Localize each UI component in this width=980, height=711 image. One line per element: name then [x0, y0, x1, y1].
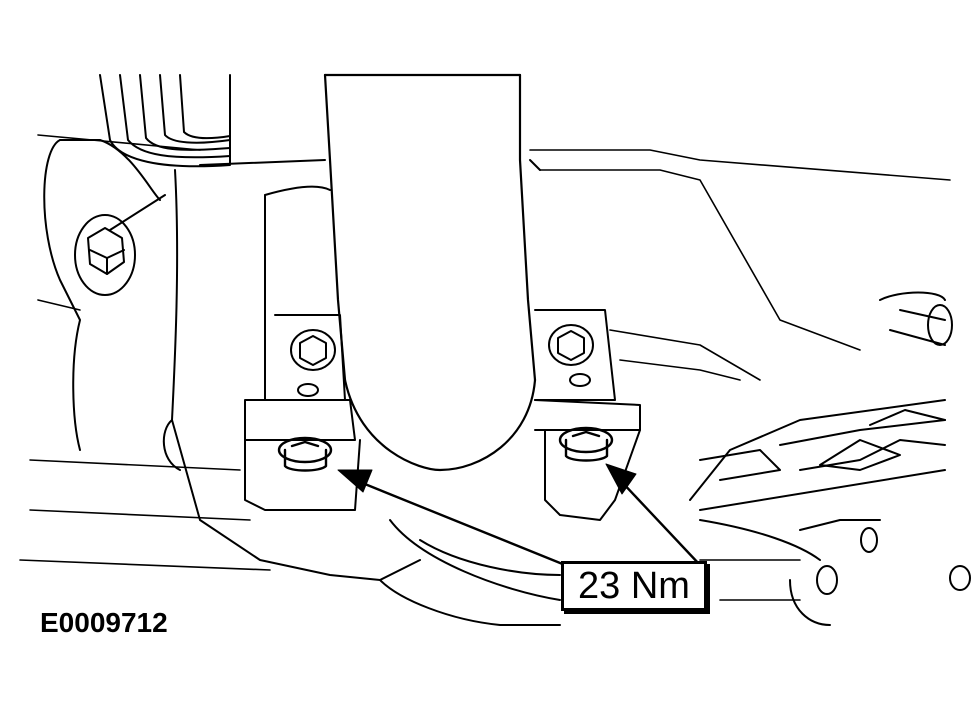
- leader-line-right: [618, 478, 702, 567]
- upper-bracket-bolts: [290, 324, 594, 397]
- figure-id-label: E0009712: [40, 607, 168, 638]
- right-subframe: [689, 291, 953, 511]
- leader-line-left: [348, 476, 567, 567]
- mount-bracket: [162, 159, 641, 581]
- central-beam: [323, 73, 537, 472]
- torque-bolt-left: [277, 436, 333, 472]
- pulley-assembly: [43, 74, 231, 451]
- callout-leaders: [348, 476, 702, 567]
- lower-right-bolts: [789, 519, 971, 626]
- arrow-head-left: [337, 469, 373, 493]
- callout-arrows: [337, 463, 637, 495]
- torque-callout-label: 23 Nm: [561, 561, 707, 611]
- background-lines: [19, 134, 951, 601]
- left-mount-bolt: [74, 194, 166, 296]
- lower-crossmember: [379, 519, 821, 626]
- arrow-head-right: [605, 463, 637, 495]
- torque-bolt-right: [558, 426, 614, 462]
